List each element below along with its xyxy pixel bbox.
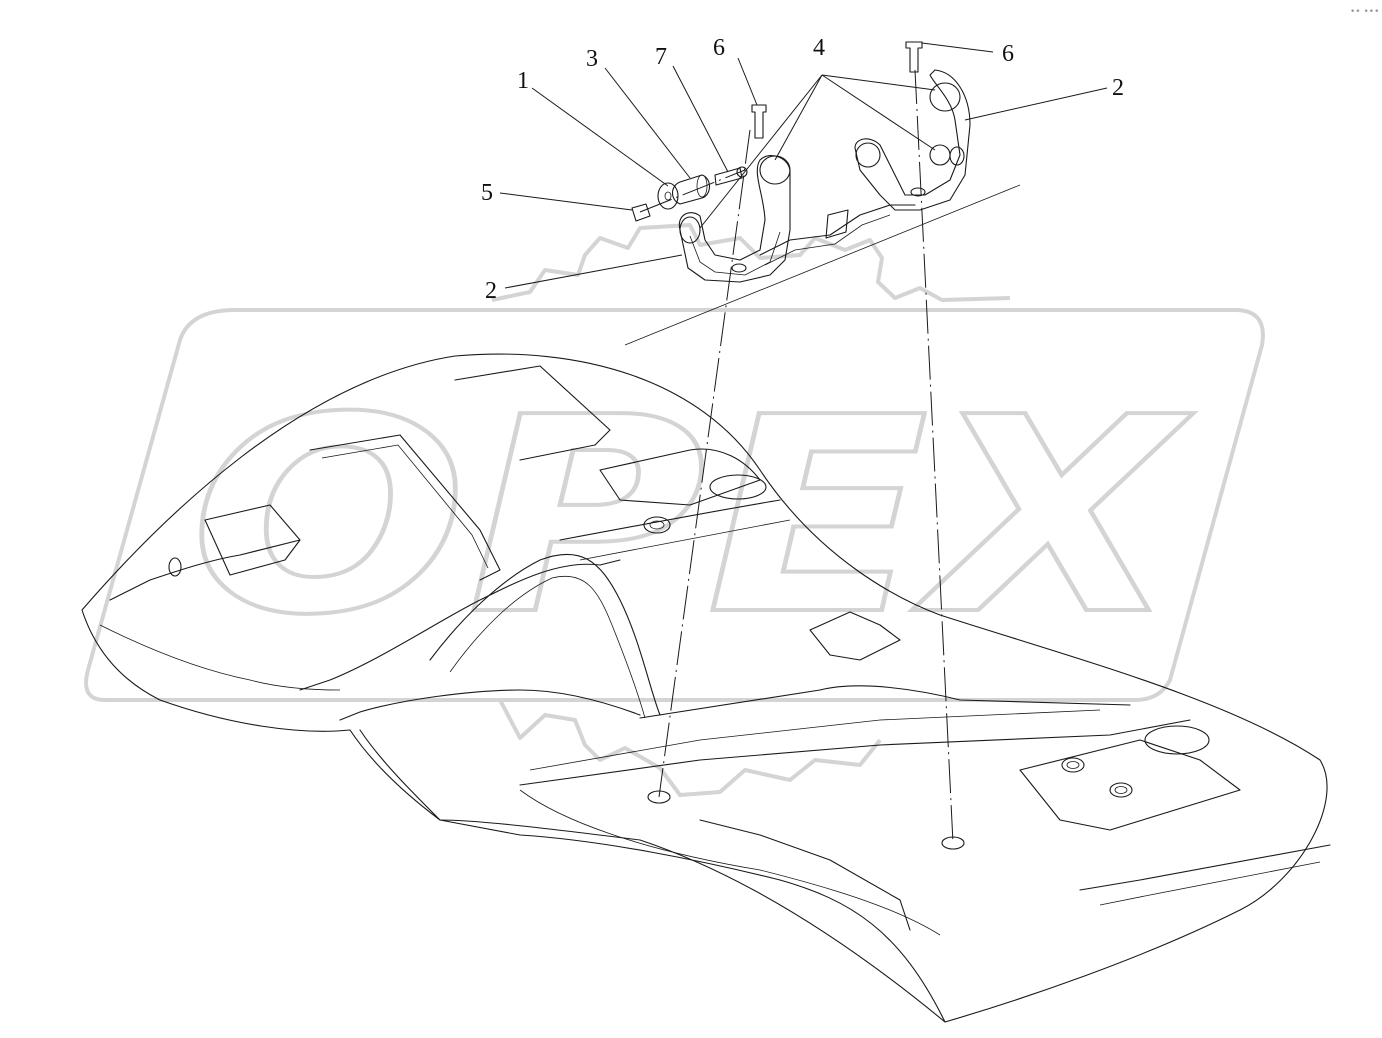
bracket-floor-hole-right xyxy=(910,187,926,197)
right-bracket-bushing-mid xyxy=(929,144,951,166)
front-skirt-3 xyxy=(699,819,911,931)
right-rib-2 xyxy=(639,685,1131,719)
opex-watermark: OPEX xyxy=(84,223,1265,797)
leader-2b xyxy=(504,254,683,289)
upper-hole-large xyxy=(709,474,767,500)
callout-2-left: 2 xyxy=(485,278,497,304)
callout-5: 5 xyxy=(481,180,493,206)
part-6-bolt-right xyxy=(905,41,923,73)
upper-hole-small xyxy=(643,516,671,534)
bracket-floor-hole-left xyxy=(731,263,747,273)
front-rail xyxy=(1079,844,1331,891)
part-3-bushing xyxy=(671,174,711,205)
leader-lines xyxy=(499,42,1108,289)
center-line-2 xyxy=(579,519,791,561)
lower-plate xyxy=(1019,739,1241,831)
corner-mark: •• ••• xyxy=(1350,7,1379,17)
callout-7: 7 xyxy=(655,44,667,70)
bracket-assembly xyxy=(624,41,1021,346)
watermark-gear-outline xyxy=(491,223,1011,302)
left-rail-2 xyxy=(99,624,341,691)
center-line-1 xyxy=(559,499,781,541)
strap-clip xyxy=(825,209,849,239)
part-1-washer-hole xyxy=(664,191,672,201)
leader-3 xyxy=(604,67,691,179)
leader-4a xyxy=(699,74,823,229)
axis-nut-bushing xyxy=(639,169,746,213)
leader-6b xyxy=(921,42,994,53)
axis-left-bolt xyxy=(658,129,751,798)
watermark-frame xyxy=(84,308,1265,702)
part-6-bolt-left xyxy=(751,104,767,139)
watermark-gear-lower xyxy=(498,699,882,797)
lower-hole-large xyxy=(1144,725,1210,755)
axis-right-bolt xyxy=(914,69,954,844)
right-rib-1 xyxy=(809,611,901,661)
watermark-text: OPEX xyxy=(190,359,1194,674)
left-bracket xyxy=(204,504,301,576)
upper-hole-small-inner xyxy=(649,520,665,530)
floor-panel xyxy=(81,353,1331,1023)
leader-4c xyxy=(821,74,936,91)
right-bracket-bushing-top xyxy=(929,82,961,112)
connecting-strap xyxy=(759,204,916,256)
connecting-strap-2 xyxy=(764,214,891,266)
front-skirt-1 xyxy=(359,729,946,1023)
part-7-bolt xyxy=(714,167,743,186)
left-hole xyxy=(168,557,182,577)
upper-channel-c xyxy=(454,365,611,461)
lower-hole-1-inner xyxy=(1066,761,1080,769)
mount-hole-left xyxy=(647,790,671,804)
right-rib-3 xyxy=(529,709,1101,771)
assembly-axis-line xyxy=(624,184,1021,346)
leader-5 xyxy=(499,192,633,211)
callout-4: 4 xyxy=(813,35,825,61)
part-1-washer xyxy=(657,182,679,210)
front-skirt-2 xyxy=(519,789,941,936)
lower-hole-2 xyxy=(1109,782,1133,798)
right-bracket-boss xyxy=(855,142,881,168)
upper-channel-a xyxy=(309,434,501,581)
tunnel-hump xyxy=(429,553,661,716)
tunnel-hump-inner xyxy=(449,576,646,719)
upper-channel-d xyxy=(599,448,761,506)
callout-1: 1 xyxy=(517,68,529,94)
leader-4b xyxy=(774,74,823,161)
part-5-nut xyxy=(631,203,651,222)
right-bracket-eye xyxy=(949,146,965,166)
part-7-bolt-head xyxy=(736,166,748,178)
front-rail-2 xyxy=(1099,861,1321,906)
tunnel-ridge-left xyxy=(299,559,621,691)
callout-6-right: 6 xyxy=(1002,41,1014,67)
callout-6-left: 6 xyxy=(713,35,725,61)
part-3-bushing-face xyxy=(696,174,708,198)
leader-1 xyxy=(531,87,669,187)
callout-2-right: 2 xyxy=(1112,75,1124,101)
left-rail-1 xyxy=(109,539,301,601)
floor-panel-outline xyxy=(81,353,1328,1023)
callout-3: 3 xyxy=(586,46,598,72)
right-bracket-body xyxy=(854,69,971,211)
lower-hole-2-inner xyxy=(1114,786,1128,794)
left-bracket-eye xyxy=(679,216,701,244)
upper-channel-b xyxy=(321,444,489,569)
leader-2a xyxy=(964,87,1108,121)
leader-6a xyxy=(737,57,758,106)
center-lines xyxy=(639,69,954,844)
leader-7 xyxy=(672,65,729,173)
right-rib-4 xyxy=(519,719,1191,786)
leader-4d xyxy=(821,74,936,151)
left-bracket-bushing xyxy=(759,155,791,185)
callout-labels: 1 3 7 6 4 6 2 5 2 xyxy=(481,35,1124,304)
lower-hole-1 xyxy=(1061,757,1085,773)
tunnel-ridge-right xyxy=(339,689,641,721)
